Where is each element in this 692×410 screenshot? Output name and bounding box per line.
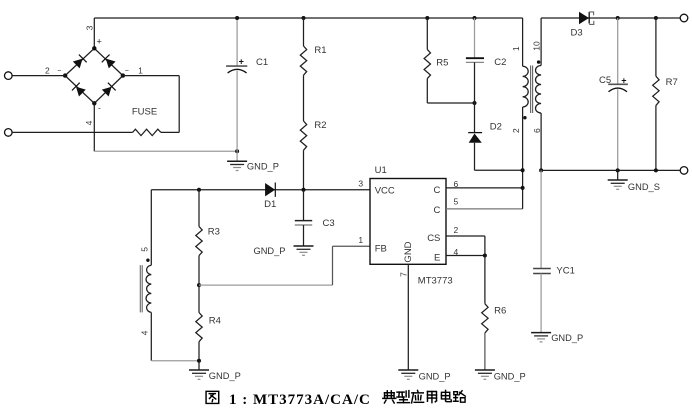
svg-text:D2: D2 [490,121,502,132]
svg-text:+: + [621,76,626,86]
svg-text:2: 2 [511,128,521,133]
svg-text:R5: R5 [436,57,448,68]
svg-text:5: 5 [454,197,459,207]
svg-text:C5: C5 [599,75,611,86]
svg-text:3: 3 [358,179,363,189]
svg-text:1: 1 [138,66,143,76]
svg-text:+: + [97,37,102,47]
svg-text:1: 1 [358,235,363,245]
svg-text:D1: D1 [264,199,276,210]
svg-text:~: ~ [57,68,61,75]
svg-text:R4: R4 [209,315,221,326]
svg-text:2: 2 [454,225,459,235]
svg-text:~: ~ [125,68,129,75]
svg-text:6: 6 [454,179,459,189]
svg-text:4: 4 [139,330,149,335]
svg-text:C1: C1 [256,57,268,68]
svg-text:GND_P: GND_P [551,333,583,343]
svg-text:U1: U1 [375,165,387,176]
svg-text:E: E [434,253,440,264]
svg-text:YC1: YC1 [556,265,574,276]
svg-text:VCC: VCC [375,186,395,197]
svg-text:R7: R7 [666,77,678,88]
svg-text:R2: R2 [314,120,326,131]
svg-text:FUSE: FUSE [132,107,157,118]
svg-text:GND_P: GND_P [247,162,279,172]
svg-text:GND_S: GND_S [628,182,660,192]
svg-text:1 : MT3773A/CA/C: 1 : MT3773A/CA/C [229,392,371,408]
svg-text:C: C [434,205,441,216]
svg-text:3: 3 [84,25,94,30]
svg-text:R3: R3 [208,226,220,237]
svg-text:R6: R6 [494,305,506,316]
svg-text:4: 4 [84,120,94,125]
svg-text:GND_P: GND_P [209,371,241,381]
svg-text:C: C [434,185,441,196]
svg-text:-: - [98,104,101,113]
svg-text:GND_P: GND_P [419,371,451,381]
svg-text:FB: FB [375,243,387,254]
svg-text:D3: D3 [571,27,583,38]
svg-text:R1: R1 [314,45,326,56]
svg-text:C2: C2 [494,57,506,68]
svg-text:MT3773: MT3773 [418,275,453,286]
svg-text:7: 7 [398,272,408,277]
svg-text:GND_P: GND_P [494,371,526,381]
svg-text:4: 4 [454,247,459,257]
svg-text:6: 6 [532,128,542,133]
svg-text:5: 5 [139,247,149,252]
svg-text:C3: C3 [323,218,335,229]
svg-text:+: + [239,57,244,67]
svg-text:10: 10 [531,41,541,51]
svg-text:2: 2 [45,66,50,76]
svg-text:GND_P: GND_P [253,246,285,256]
svg-text:CS: CS [427,233,440,244]
svg-text:1: 1 [511,46,521,51]
svg-text:GND: GND [403,241,414,262]
